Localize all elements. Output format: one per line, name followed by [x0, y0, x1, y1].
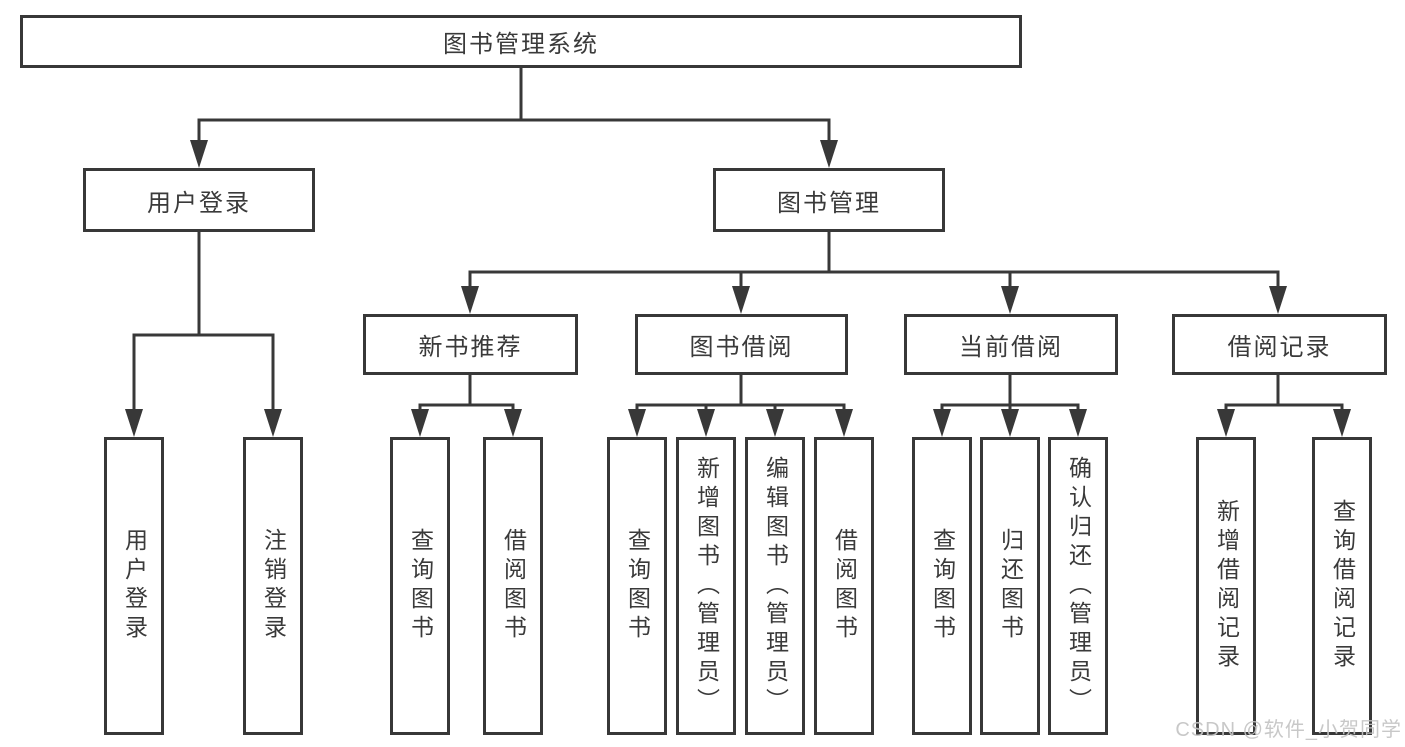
node-leaf-add-book-admin: 新增图书（管理员） [676, 437, 736, 735]
node-leaf-edit-book-admin: 编辑图书（管理员） [745, 437, 805, 735]
node-leaf-user-login: 用户登录 [104, 437, 164, 735]
csdn-watermark: CSDN @软件_小贺同学 [1175, 719, 1402, 741]
node-current-borrowing: 当前借阅 [904, 314, 1118, 375]
node-leaf-add-borrow-record: 新增借阅记录 [1196, 437, 1256, 735]
node-leaf-query-books-1: 查询图书 [390, 437, 450, 735]
node-leaf-confirm-return-admin: 确认归还（管理员） [1048, 437, 1108, 735]
node-book-management: 图书管理 [713, 168, 945, 232]
node-leaf-borrow-books-2: 借阅图书 [814, 437, 874, 735]
node-root: 图书管理系统 [20, 15, 1022, 68]
node-user-login: 用户登录 [83, 168, 315, 232]
node-leaf-query-borrow-record: 查询借阅记录 [1312, 437, 1372, 735]
node-borrow-records: 借阅记录 [1172, 314, 1387, 375]
node-leaf-query-books-2: 查询图书 [607, 437, 667, 735]
node-leaf-query-books-3: 查询图书 [912, 437, 972, 735]
node-new-book-recommend: 新书推荐 [363, 314, 578, 375]
node-leaf-return-book: 归还图书 [980, 437, 1040, 735]
node-book-borrowing: 图书借阅 [635, 314, 848, 375]
node-leaf-logout: 注销登录 [243, 437, 303, 735]
arrow-down-icons [125, 140, 1351, 437]
node-leaf-borrow-books-1: 借阅图书 [483, 437, 543, 735]
